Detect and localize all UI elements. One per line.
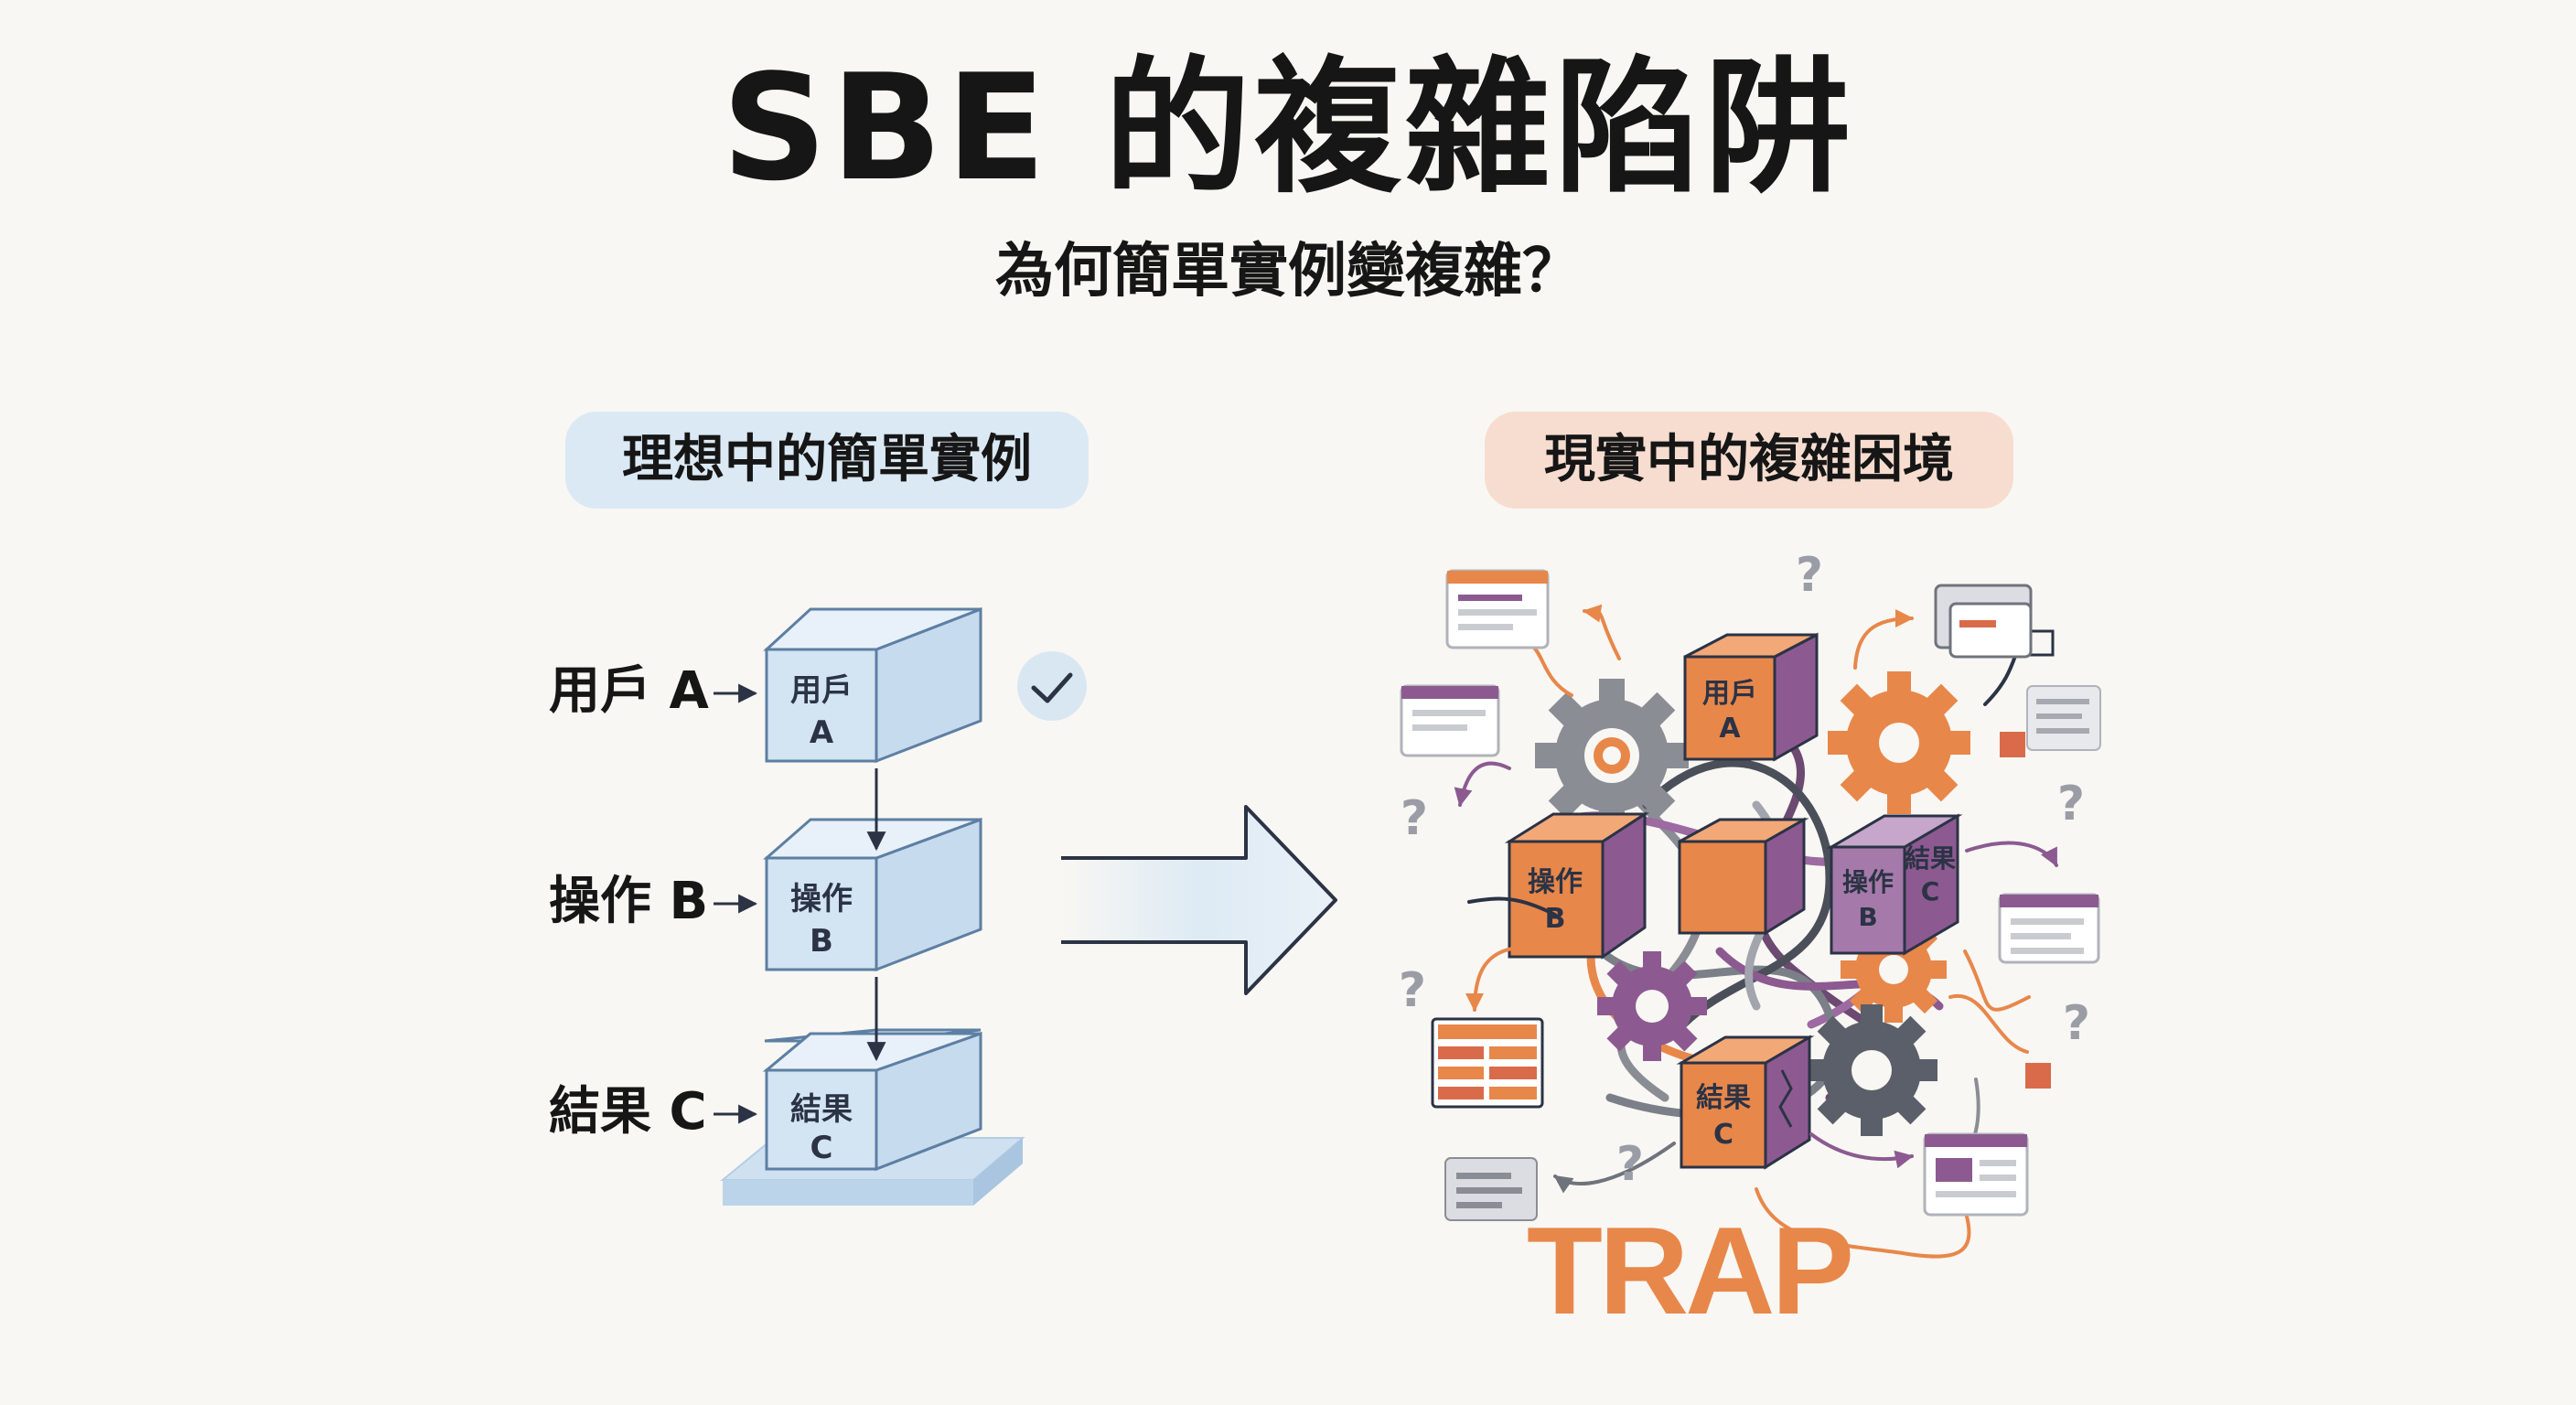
trap-text: TRAP	[1527, 1201, 1852, 1340]
cube-operation-b	[763, 817, 982, 972]
document-icon	[2026, 685, 2101, 751]
complex-label-op: 操作	[1528, 866, 1583, 898]
cube-label-result-letter: C	[810, 1130, 833, 1166]
page-title: SBE 的複雜陷阱	[721, 42, 1855, 213]
question-mark: ?	[1399, 963, 1426, 1018]
cube-label-result: 結果	[790, 1091, 853, 1128]
complex-label-result2: 結果	[1905, 843, 1956, 874]
question-mark: ?	[2057, 777, 2085, 831]
cube-user-a	[763, 606, 982, 764]
row-label-result: 結果 C	[549, 1082, 707, 1142]
cube-label-user-letter: A	[810, 714, 834, 751]
question-mark: ?	[1796, 548, 1823, 603]
row-label-user: 用戶 A	[549, 661, 709, 721]
complex-label-result2-letter: C	[1921, 876, 1940, 906]
row-label-operation: 操作 B	[549, 872, 709, 931]
complex-label-user-letter: A	[1719, 713, 1741, 745]
complex-label-op-letter: B	[1545, 903, 1566, 935]
transition-arrow	[1061, 805, 1337, 995]
complex-cube-result-c	[1676, 1035, 1815, 1170]
complex-cube-center	[1678, 817, 1809, 936]
gear-icon	[1806, 1004, 1937, 1136]
reality-heading: 現實中的複雜困境	[1485, 412, 2013, 509]
document-icon	[1923, 1132, 2029, 1217]
gear-icon	[1535, 679, 1689, 832]
complex-cube-user-a	[1683, 632, 1819, 762]
check-icon	[1017, 651, 1087, 721]
complex-label-op2-letter: B	[1858, 902, 1877, 932]
complex-label-op2: 操作	[1842, 867, 1894, 897]
complex-label-result: 結果	[1696, 1082, 1751, 1114]
complex-label-user: 用戶	[1702, 678, 1757, 710]
document-icon	[1998, 893, 2100, 964]
complex-cube-op-b	[1504, 811, 1650, 960]
node-square	[2027, 629, 2055, 657]
node-square	[2025, 1063, 2051, 1089]
question-mark: ?	[1616, 1137, 1644, 1192]
window-icon	[1934, 584, 2033, 659]
cube-label-op-letter: B	[810, 923, 833, 960]
label-arrows	[714, 683, 758, 1124]
gear-icon	[1828, 671, 1970, 814]
complex-label-result-letter: C	[1713, 1119, 1733, 1151]
cube-label-user: 用戶	[790, 672, 853, 709]
document-icon	[1444, 1157, 1538, 1221]
document-icon	[1400, 684, 1500, 757]
outward-arrows	[1454, 604, 2058, 1259]
cube-label-op: 操作	[790, 881, 853, 917]
page-subtitle: 為何簡單實例變複雜？	[995, 238, 1581, 306]
gear-icon	[1597, 951, 1707, 1061]
table-icon	[1431, 1017, 1544, 1109]
question-mark: ?	[1401, 791, 1428, 846]
ideal-heading: 理想中的簡單實例	[565, 412, 1089, 509]
question-mark: ?	[2063, 996, 2090, 1051]
complex-cube-op-result	[1826, 813, 1963, 956]
document-icon	[1445, 569, 1550, 649]
node-square	[2000, 732, 2025, 757]
